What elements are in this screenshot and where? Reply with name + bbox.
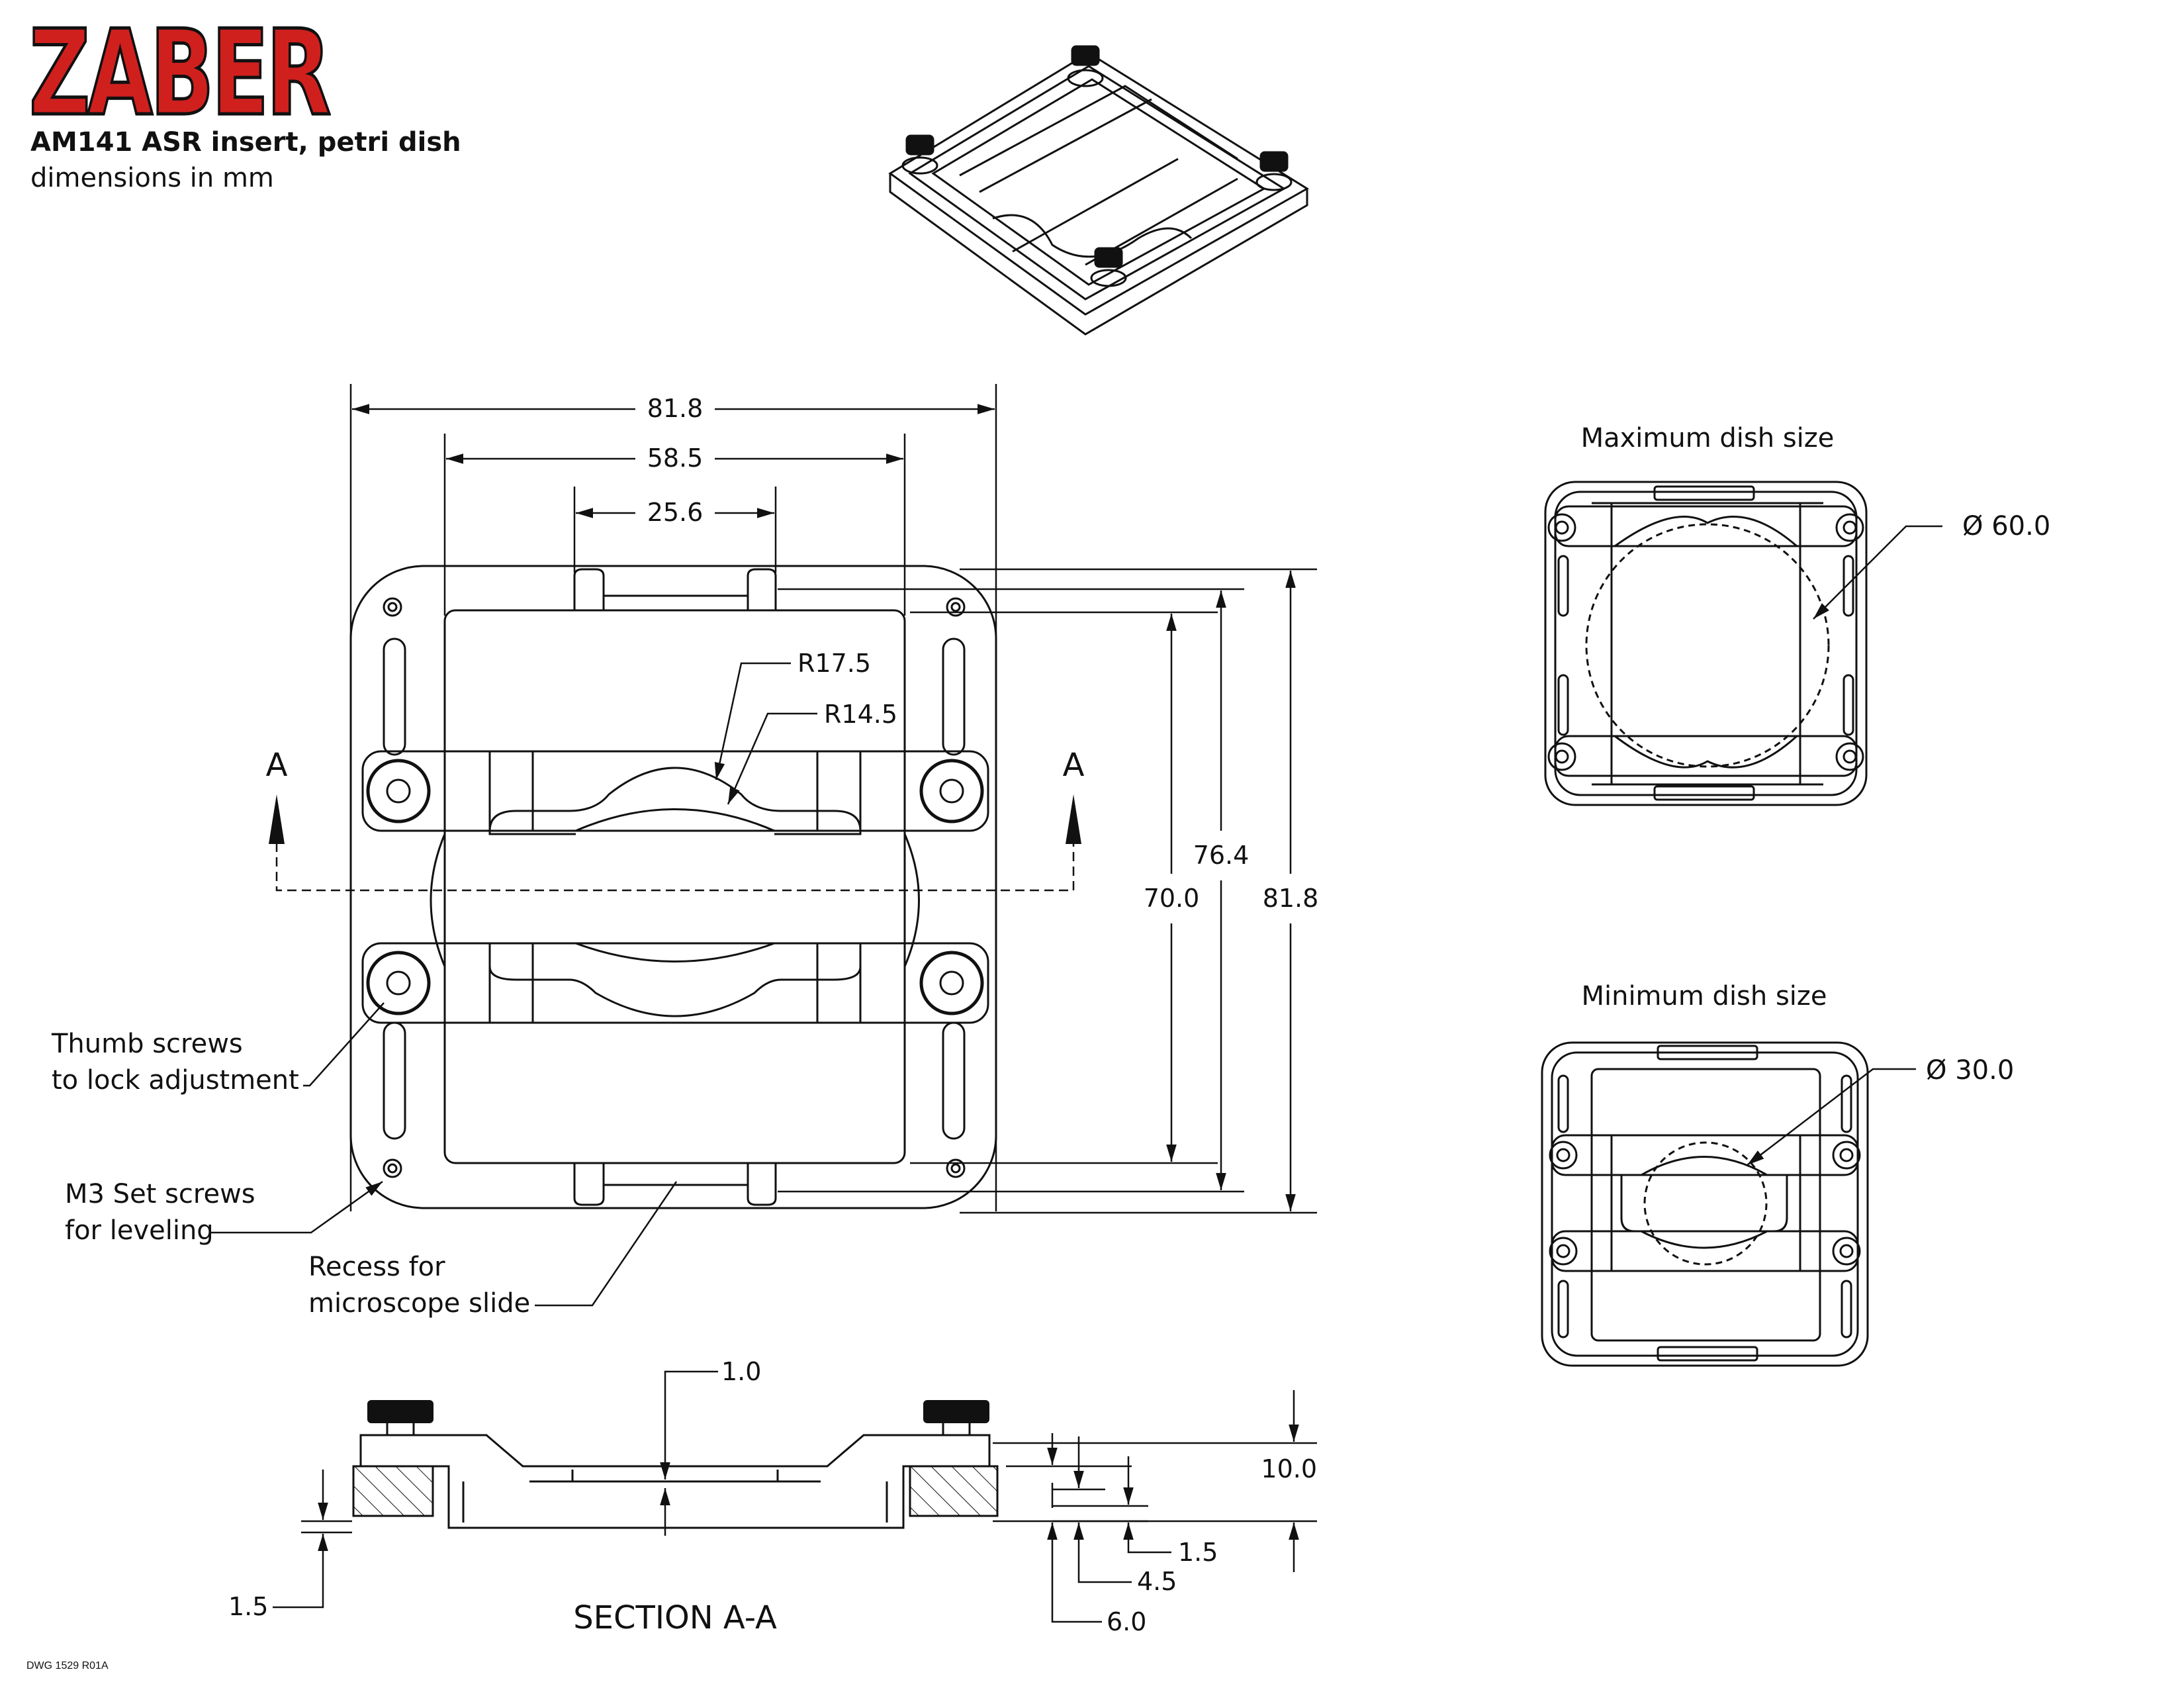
section-letter-left: A xyxy=(266,747,288,784)
dim-height-81: 81.8 xyxy=(1263,884,1319,913)
max-dish-view: Maximum dish size xyxy=(1544,423,2050,806)
dim-recess-width: 25.6 xyxy=(647,498,704,527)
max-dish-circle xyxy=(1585,523,1830,768)
upper-clamp-bar xyxy=(361,750,989,832)
min-dish-circle xyxy=(1643,1141,1768,1266)
callout-setscrew-line2: for leveling xyxy=(65,1215,214,1246)
plate-outline xyxy=(349,565,997,1209)
zaber-logo: ZABER xyxy=(28,20,332,126)
max-dish-diameter: Ø 60.0 xyxy=(1962,511,2050,541)
section-arrow-left xyxy=(269,794,285,844)
dim-radius-outer: R17.5 xyxy=(797,649,871,678)
dim-radius-inner: R14.5 xyxy=(824,700,897,729)
left-hatched-block xyxy=(352,1465,434,1517)
plan-view: A A 81.8 58.5 25.6 xyxy=(51,384,1318,1319)
dim-left-small: 1.5 xyxy=(228,1592,268,1621)
thumb-screw-bottom-left xyxy=(366,951,431,1015)
min-dish-diameter: Ø 30.0 xyxy=(1926,1055,2014,1086)
callout-recess-line1: Recess for xyxy=(308,1252,445,1282)
dim-right-mid: 4.5 xyxy=(1137,1567,1177,1596)
isometric-view xyxy=(888,45,1309,336)
dim-height-76: 76.4 xyxy=(1193,841,1250,870)
thumb-screw-top-left xyxy=(366,759,431,823)
section-arrow-right xyxy=(1066,794,1081,844)
drawing-title: AM141 ASR insert, petri dish xyxy=(30,127,461,158)
dim-overall-width: 81.8 xyxy=(647,394,704,423)
thumb-screw-top-right xyxy=(919,759,984,823)
inner-opening xyxy=(443,609,906,1164)
max-dish-caption: Maximum dish size xyxy=(1581,423,1835,453)
section-title: SECTION A-A xyxy=(573,1599,777,1636)
drawing-subtitle: dimensions in mm xyxy=(30,163,274,193)
dim-height-70: 70.0 xyxy=(1144,884,1200,913)
callout-setscrew-line1: M3 Set screws xyxy=(65,1179,255,1209)
callout-thumb-line1: Thumb screws xyxy=(51,1029,243,1059)
section-letter-right: A xyxy=(1063,747,1085,784)
right-hatched-block xyxy=(909,1465,999,1517)
thumb-knob-left xyxy=(367,1400,433,1423)
section-line xyxy=(275,843,1075,892)
lower-clamp-bar xyxy=(361,942,989,1024)
min-dish-view: Minimum dish size xyxy=(1541,981,2014,1367)
drawing-number: DWG 1529 R01A xyxy=(26,1660,109,1671)
dim-right-small: 1.5 xyxy=(1178,1538,1218,1567)
callout-recess-line2: microscope slide xyxy=(308,1288,530,1319)
dim-inner-width: 58.5 xyxy=(647,444,704,473)
dim-top-thickness: 1.0 xyxy=(721,1357,761,1386)
zaber-logo-text: ZABER xyxy=(29,20,330,126)
dim-right-large: 6.0 xyxy=(1107,1607,1146,1636)
thumb-knob-right xyxy=(923,1400,989,1423)
min-dish-caption: Minimum dish size xyxy=(1581,981,1827,1011)
section-view: 1.0 10.0 1.5 4.5 6.0 1.5 SECTION A-A xyxy=(228,1357,1317,1636)
callout-thumb-line2: to lock adjustment xyxy=(52,1065,299,1096)
dim-total-height: 10.0 xyxy=(1261,1454,1317,1483)
thumb-screw-bottom-right xyxy=(919,951,984,1015)
